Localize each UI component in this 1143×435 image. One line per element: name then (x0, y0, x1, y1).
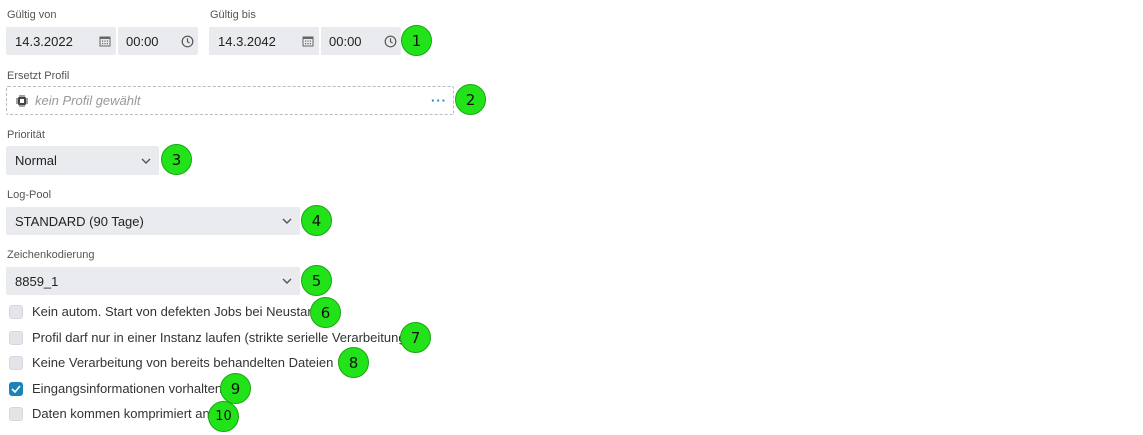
checkbox-label: Kein autom. Start von defekten Jobs bei … (32, 304, 316, 319)
marker-3: 3 (161, 144, 192, 175)
replaces-profile-field[interactable]: kein Profil gewählt ··· (6, 86, 454, 115)
replaces-profile-placeholder: kein Profil gewählt (35, 93, 141, 108)
checkbox-box[interactable] (9, 355, 23, 370)
checkbox-keep-input-info[interactable]: Eingangsinformationen vorhalten (9, 381, 222, 396)
checkbox-label: Daten kommen komprimiert an (32, 406, 210, 421)
checkbox-box[interactable] (9, 406, 23, 421)
checkbox-single-instance[interactable]: Profil darf nur in einer Instanz laufen … (9, 330, 410, 345)
checkbox-label: Eingangsinformationen vorhalten (32, 381, 223, 396)
checkbox-box-checked[interactable] (9, 381, 23, 396)
checkbox-label: Profil darf nur in einer Instanz laufen … (32, 330, 410, 345)
valid-from-time-value: 00:00 (126, 33, 159, 49)
marker-8: 8 (338, 347, 369, 378)
marker-2: 2 (455, 84, 486, 115)
log-pool-value: STANDARD (90 Tage) (15, 213, 144, 229)
checkbox-box[interactable] (9, 304, 23, 319)
calendar-icon[interactable] (94, 35, 116, 47)
valid-to-time-value: 00:00 (329, 33, 362, 49)
marker-10: 10 (208, 401, 239, 432)
calendar-icon[interactable] (297, 35, 319, 47)
priority-value: Normal (15, 153, 57, 168)
marker-5: 5 (301, 265, 332, 296)
priority-label: Priorität (7, 129, 45, 141)
checkbox-no-auto-restart[interactable]: Kein autom. Start von defekten Jobs bei … (9, 304, 315, 319)
marker-1: 1 (401, 25, 432, 56)
marker-4: 4 (301, 205, 332, 236)
valid-from-date-value: 14.3.2022 (15, 33, 73, 49)
priority-select[interactable]: Normal (6, 146, 159, 175)
valid-to-date-value: 14.3.2042 (218, 33, 276, 49)
log-pool-select[interactable]: STANDARD (90 Tage) (6, 207, 300, 235)
valid-to-date-input[interactable]: 14.3.2042 (209, 27, 319, 55)
valid-to-time-input[interactable]: 00:00 (321, 27, 401, 55)
chevron-down-icon (274, 218, 300, 224)
checkmark-icon (11, 384, 21, 393)
chevron-down-icon (133, 158, 159, 164)
valid-from-time-input[interactable]: 00:00 (118, 27, 198, 55)
replaces-profile-label: Ersetzt Profil (7, 70, 70, 82)
checkbox-box[interactable] (9, 330, 23, 345)
encoding-label: Zeichenkodierung (7, 249, 95, 261)
checkbox-skip-processed-files[interactable]: Keine Verarbeitung von bereits behandelt… (9, 355, 341, 370)
checkbox-compressed-data[interactable]: Daten kommen komprimiert an (9, 406, 210, 421)
encoding-select[interactable]: 8859_1 (6, 267, 300, 295)
more-options-button[interactable]: ··· (431, 93, 447, 108)
checkbox-label: Keine Verarbeitung von bereits behandelt… (32, 355, 334, 370)
marker-7: 7 (400, 322, 431, 353)
valid-from-date-input[interactable]: 14.3.2022 (6, 27, 116, 55)
marker-9: 9 (220, 373, 251, 404)
log-pool-label: Log-Pool (7, 189, 52, 201)
clock-icon[interactable] (379, 35, 401, 48)
valid-from-label: Gültig von (7, 9, 57, 21)
chevron-down-icon (274, 278, 300, 284)
valid-to-label: Gültig bis (210, 9, 256, 21)
marker-6: 6 (310, 297, 341, 328)
chip-icon (15, 94, 29, 108)
clock-icon[interactable] (176, 35, 198, 48)
encoding-value: 8859_1 (15, 273, 59, 289)
